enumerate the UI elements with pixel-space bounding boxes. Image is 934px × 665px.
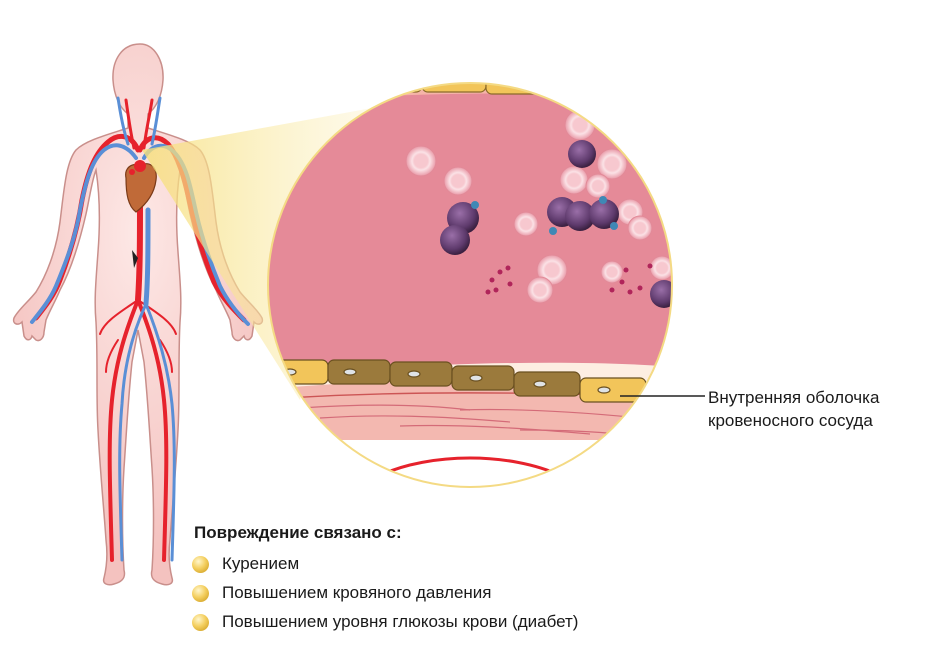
human-body [12,43,264,586]
bullet-icon [192,614,209,631]
risk-factor-label: Курением [222,554,300,573]
bullet-icon [192,585,209,602]
magnifier-circle-outline [267,82,673,488]
white-blood-cells [440,140,672,308]
risk-factor-item: Курением [192,552,402,581]
body-silhouette [12,43,264,586]
callout-label-line2: кровеносного сосуда [708,411,873,430]
platelets [485,263,653,295]
risk-factor-label: Повышением уровня глюкозы крови (диабет) [222,612,579,631]
risk-factor-label: Повышением кровяного давления [222,583,492,602]
panel-title: Повреждение связано с: [194,523,402,542]
risk-factors-panel: Повреждение связано с: Курением Повышени… [192,523,578,639]
heart [125,160,157,213]
risk-factor-item: Повышением уровня глюкозы крови (диабет) [192,610,578,639]
callout-label-line1: Внутренняя оболочка [708,388,880,407]
risk-factor-item: Повышением кровяного давления [192,581,492,610]
bullet-icon [192,556,209,573]
endothelium-callout: Внутренняя оболочка кровеносного сосуда [708,386,879,432]
magnified-vessel [268,83,672,487]
